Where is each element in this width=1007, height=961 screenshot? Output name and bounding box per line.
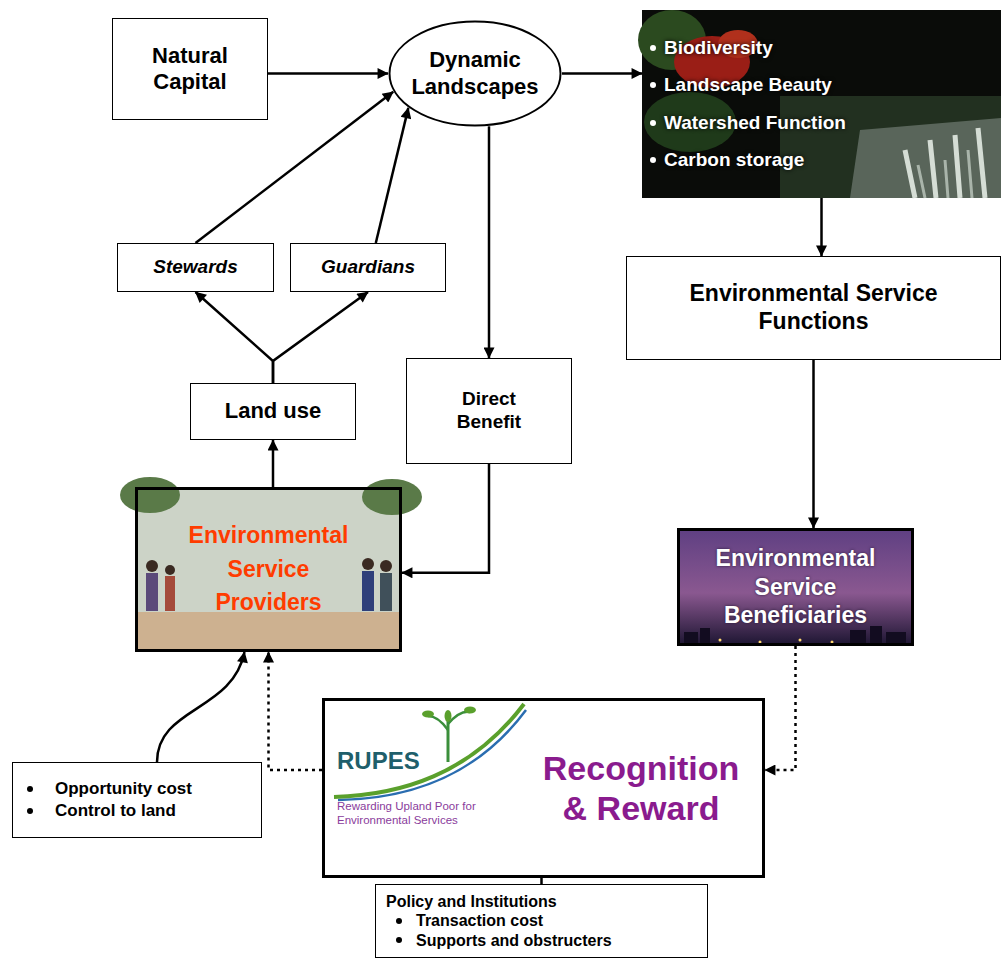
logo-column: RUPES Rewarding Upland Poor for Environme… <box>325 701 520 875</box>
node-label: Guardians <box>321 256 415 279</box>
bullet-row: Opportunity cost <box>27 778 192 800</box>
node-label: Direct Benefit <box>439 388 539 434</box>
bullet-row: Control to land <box>27 800 176 822</box>
bullet-dot <box>396 937 402 943</box>
stock-box: Natural Capital <box>112 18 268 120</box>
bullet-text: Biodiversity <box>664 36 773 60</box>
node-label: Natural Capital <box>130 43 250 96</box>
role-box: Stewards <box>117 243 274 292</box>
reward-box: RUPES Rewarding Upland Poor for Environme… <box>322 698 765 878</box>
node-label: Stewards <box>153 256 237 279</box>
bullet-dot <box>27 786 33 792</box>
bullet-dot <box>650 120 656 126</box>
title-column: Recognition & Reward <box>520 701 762 875</box>
bullet-text: Carbon storage <box>664 148 804 172</box>
city-photo <box>677 528 914 646</box>
bullet-dot <box>650 157 656 163</box>
bullet-row: Supports and obstructers <box>386 931 612 950</box>
bullet-dot <box>650 82 656 88</box>
bullet-dot <box>650 45 656 51</box>
bullet-dot <box>27 808 33 814</box>
bullet-text: Opportunity cost <box>55 778 192 800</box>
connector <box>402 464 489 573</box>
bullet-text: Transaction cost <box>416 911 543 930</box>
dotted-connector <box>269 652 323 770</box>
service-photo-box: BiodiversityLandscape BeautyWatershed Fu… <box>642 10 1001 198</box>
connector <box>820 198 823 256</box>
connector <box>273 292 368 383</box>
constraint-callout: Opportunity costControl to land <box>12 762 262 838</box>
connector <box>196 292 274 383</box>
bullet-row: Carbon storage <box>650 148 804 172</box>
role-box: Guardians <box>290 243 446 292</box>
connector <box>157 652 245 762</box>
function-box: Environmental Service Functions <box>626 256 1001 360</box>
landscape-ellipse: Dynamic Landscapes <box>388 20 562 127</box>
connector <box>376 108 409 243</box>
box-heading: Policy and Institutions <box>386 892 557 911</box>
reward-title: Recognition & Reward <box>526 748 756 828</box>
bullet-text: Watershed Function <box>664 111 846 135</box>
nature-photo <box>638 10 1001 198</box>
connector <box>562 72 642 75</box>
connector <box>272 440 275 487</box>
node-label: Dynamic Landscapes <box>400 47 550 100</box>
policy-box: Policy and InstitutionsTransaction costS… <box>375 884 708 958</box>
logo-wordmark: RUPES <box>337 747 520 775</box>
node-label: Land use <box>225 398 322 424</box>
connector <box>488 126 491 358</box>
connector <box>268 72 388 75</box>
bullet-text: Control to land <box>55 800 176 822</box>
bullet-row: Biodiversity <box>650 36 773 60</box>
land-use-box: Land use <box>190 383 356 440</box>
node-label: Environmental Service Functions <box>669 280 959 335</box>
people-photo <box>120 477 422 652</box>
bullet-row: Watershed Function <box>650 111 846 135</box>
provider-photo-box: Environmental Service Providers <box>135 487 402 652</box>
bullet-dot <box>396 918 402 924</box>
node-label: Environmental Service Beneficiaries <box>708 544 883 630</box>
bullet-text: Landscape Beauty <box>664 73 832 97</box>
bullet-row: Transaction cost <box>386 911 543 930</box>
bullet-row: Landscape Beauty <box>650 73 832 97</box>
rupes-logo <box>334 704 526 800</box>
beneficiary-photo-box: Environmental Service Beneficiaries <box>677 528 914 646</box>
benefit-box: Direct Benefit <box>406 358 572 464</box>
dotted-connector <box>765 646 796 770</box>
logo-tagline: Rewarding Upland Poor for Environmental … <box>337 799 512 827</box>
connector <box>812 360 815 528</box>
node-label: Environmental Service Providers <box>174 519 364 619</box>
bullet-text: Supports and obstructers <box>416 931 612 950</box>
